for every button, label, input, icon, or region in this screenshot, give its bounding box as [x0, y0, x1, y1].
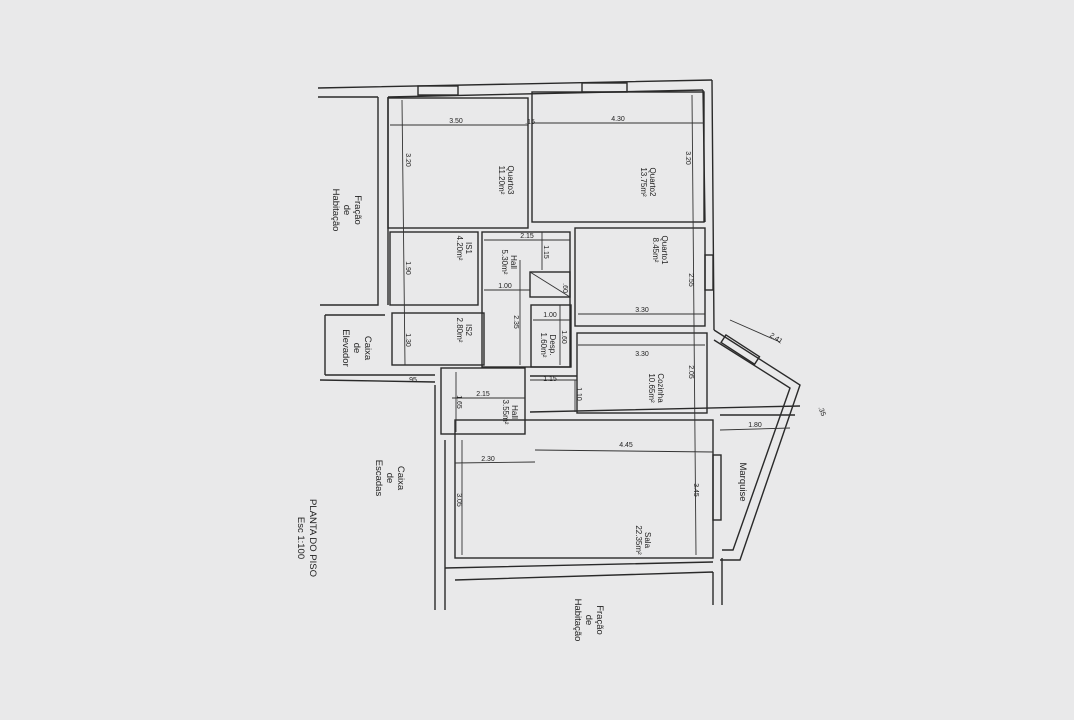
dim-label: 2.05: [687, 365, 694, 379]
dim-label: .95: [407, 377, 417, 384]
dimension-labels: 3.50 4.30 .15 3.20 3.20 2.15 1.15 1.00 2…: [404, 116, 826, 507]
dim-label: 2.15: [520, 233, 534, 240]
room-name-sala: Sala: [643, 532, 652, 549]
room-name-quarto2: Quarto2: [648, 168, 657, 197]
room-area-quarto2: 13.75m²: [639, 167, 648, 197]
dim-label: 1.90: [404, 261, 411, 275]
room-name-hall: Hall: [509, 255, 518, 269]
room-name-quarto3: Quarto3: [506, 166, 515, 195]
dim-label: 3.05: [455, 493, 462, 507]
dim-label: 3.30: [635, 307, 649, 314]
room-area-hall: 5.30m²: [500, 250, 509, 275]
dim-label: 2.30: [481, 456, 495, 463]
dim-label: 1.80: [748, 422, 762, 429]
dim-label: .35: [816, 406, 826, 418]
room-name-desp: Desp.: [548, 335, 557, 356]
room-name-is1: IS1: [464, 242, 473, 255]
dim-label: 3.30: [635, 351, 649, 358]
room-area-cozinha: 10.65m²: [647, 373, 656, 403]
dim-label: 2.55: [687, 273, 694, 287]
dim-label: 3.45: [692, 483, 699, 497]
plan-scale: Esc 1:100: [295, 517, 306, 559]
window: [712, 454, 722, 521]
room-name-quarto1: Quarto1: [660, 236, 669, 265]
label-caixa-escadas: CaixadeEscadas: [373, 460, 406, 497]
dim-label: 1.00: [543, 312, 557, 319]
room-name-marquise: Marquise: [737, 462, 748, 501]
window: [720, 333, 761, 366]
room-area-quarto3: 11.20m²: [497, 166, 506, 195]
dim-label: 1.15: [542, 245, 549, 259]
room-area-desp: 1.60m²: [539, 333, 548, 358]
dim-label: 3.50: [449, 118, 463, 125]
dim-label: 1.65: [455, 395, 462, 409]
surrounding-labels: FraçãodeHabitação CaixadeElevador Caixad…: [295, 189, 605, 642]
dim-label: .60: [561, 283, 568, 293]
dim-label: 1.60: [560, 330, 567, 344]
window: [417, 85, 459, 96]
room-area-sala: 22.35m²: [634, 525, 643, 555]
walls: [317, 79, 801, 610]
label-fracao-left: FraçãodeHabitação: [330, 189, 363, 232]
dim-label: .15: [525, 119, 535, 126]
room-name-is2: IS2: [464, 324, 473, 337]
dim-label: 4.30: [611, 116, 625, 123]
room-name-cozinha: Cozinha: [656, 373, 665, 403]
room-area-is1: 4.20m²: [455, 236, 464, 261]
dim-label: 1.10: [575, 387, 582, 401]
label-fracao-bottom: FraçãodeHabitação: [572, 599, 605, 642]
dim-label: 3.20: [404, 153, 411, 167]
room-area-hall2: 3.55m²: [501, 400, 510, 425]
room-area-quarto1: 8.45m²: [651, 238, 660, 263]
plan-title: PLANTA DO PISO: [307, 499, 318, 577]
dim-label: 1.00: [498, 283, 512, 290]
dim-label: 4.45: [619, 442, 633, 449]
room-area-is2: 2.80m²: [455, 318, 464, 343]
room-name-hall2: Hall: [510, 405, 519, 419]
dim-label: 2.35: [512, 315, 519, 329]
dim-label: 1.30: [404, 333, 411, 347]
dim-label: 3.20: [684, 151, 691, 165]
dim-label: 1.15: [543, 376, 557, 383]
label-caixa-elevador: CaixadeElevador: [340, 329, 373, 367]
dim-label: 2.15: [476, 391, 490, 398]
